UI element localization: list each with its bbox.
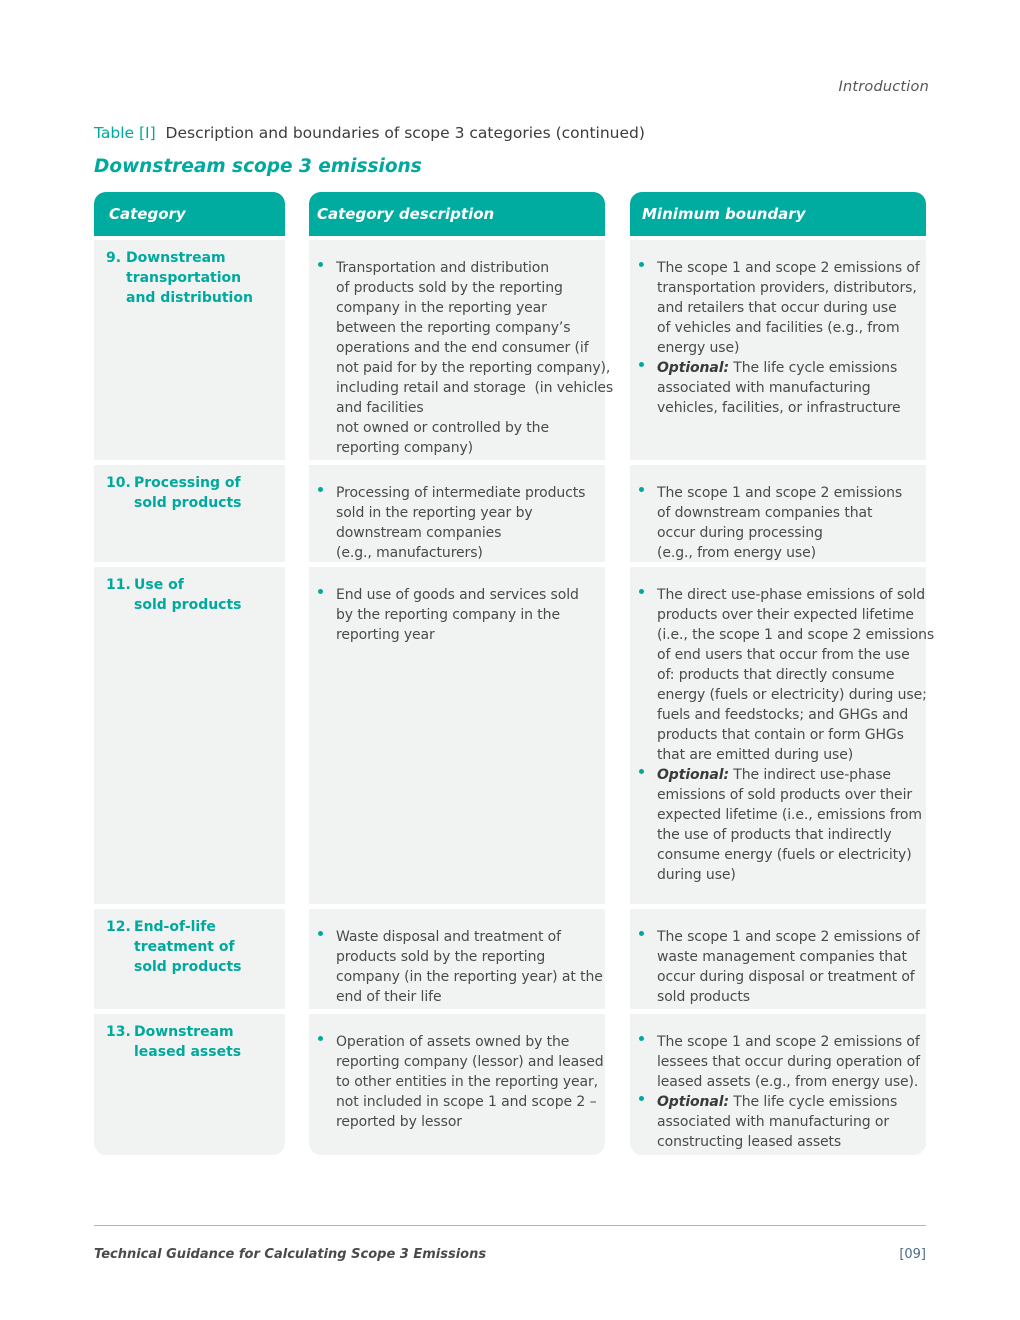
category-label: 9.Downstream transportation and distribu… — [106, 248, 253, 308]
boundary-text: The scope 1 and scope 2 emissions of tra… — [657, 260, 920, 356]
description-item: Transportation and distribution of produ… — [309, 258, 613, 458]
optional-label: Optional: — [657, 767, 729, 783]
description-cell: End use of goods and services sold by th… — [309, 567, 605, 904]
page-number: [09] — [899, 1247, 926, 1262]
boundary-text: The scope 1 and scope 2 emissions of was… — [657, 929, 920, 1005]
boundary-list: The scope 1 and scope 2 emissions of tra… — [630, 258, 920, 418]
boundary-item: Optional: The life cycle emissions assoc… — [630, 1092, 920, 1152]
category-label: 10.Processing of sold products — [106, 473, 242, 513]
description-list: Waste disposal and treatment of products… — [309, 927, 603, 1007]
boundary-cell: The scope 1 and scope 2 emissions of dow… — [630, 465, 926, 562]
category-name: Downstream leased assets — [134, 1024, 242, 1060]
header-category: Category — [94, 192, 285, 236]
description-cell: Waste disposal and treatment of products… — [309, 909, 605, 1009]
description-list: Transportation and distribution of produ… — [309, 258, 613, 458]
boundary-item: The scope 1 and scope 2 emissions of tra… — [630, 258, 920, 358]
category-cell: 10.Processing of sold products — [94, 465, 285, 562]
boundary-text: The life cycle emissions associated with… — [657, 1094, 898, 1150]
boundary-list: The scope 1 and scope 2 emissions of les… — [630, 1032, 920, 1152]
boundary-cell: The direct use-phase emissions of sold p… — [630, 567, 934, 904]
category-cell: 11.Use of sold products — [94, 567, 285, 904]
category-cell: 9.Downstream transportation and distribu… — [94, 240, 285, 460]
boundary-list: The scope 1 and scope 2 emissions of was… — [630, 927, 920, 1007]
boundary-list: The direct use-phase emissions of sold p… — [630, 585, 934, 885]
boundary-item: The scope 1 and scope 2 emissions of was… — [630, 927, 920, 1007]
boundary-text: The indirect use-phase emissions of sold… — [657, 767, 922, 883]
boundary-item: The scope 1 and scope 2 emissions of les… — [630, 1032, 920, 1092]
boundary-text: The scope 1 and scope 2 emissions of les… — [657, 1034, 920, 1090]
boundary-cell: The scope 1 and scope 2 emissions of les… — [630, 1014, 926, 1155]
boundary-text: The scope 1 and scope 2 emissions of dow… — [657, 485, 903, 561]
category-label: 13.Downstream leased assets — [106, 1022, 241, 1062]
table-caption: Table [I] Description and boundaries of … — [94, 124, 645, 142]
description-list: Operation of assets owned by the reporti… — [309, 1032, 604, 1132]
boundary-item: Optional: The indirect use-phase emissio… — [630, 765, 934, 885]
category-name: End-of-life treatment of sold products — [134, 919, 242, 975]
category-name: Use of sold products — [134, 577, 242, 613]
boundary-list: The scope 1 and scope 2 emissions of dow… — [630, 483, 902, 563]
category-name: Downstream transportation and distributi… — [126, 250, 253, 306]
category-number: 13. — [106, 1024, 131, 1040]
category-name: Processing of sold products — [134, 475, 242, 511]
category-cell: 13.Downstream leased assets — [94, 1014, 285, 1155]
description-list: Processing of intermediate products sold… — [309, 483, 585, 563]
header-minimum-boundary: Minimum boundary — [630, 192, 926, 236]
category-label: 11.Use of sold products — [106, 575, 242, 615]
boundary-item: The scope 1 and scope 2 emissions of dow… — [630, 483, 902, 563]
description-item: Operation of assets owned by the reporti… — [309, 1032, 604, 1132]
category-number: 12. — [106, 919, 131, 935]
optional-label: Optional: — [657, 360, 729, 376]
footer-divider — [94, 1225, 926, 1226]
category-number: 10. — [106, 475, 131, 491]
boundary-cell: The scope 1 and scope 2 emissions of was… — [630, 909, 926, 1009]
table-caption-text: Description and boundaries of scope 3 ca… — [165, 124, 645, 142]
description-cell: Transportation and distribution of produ… — [309, 240, 613, 460]
boundary-cell: The scope 1 and scope 2 emissions of tra… — [630, 240, 926, 460]
footer-title: Technical Guidance for Calculating Scope… — [94, 1247, 487, 1262]
description-list: End use of goods and services sold by th… — [309, 585, 579, 645]
description-item: Processing of intermediate products sold… — [309, 483, 585, 563]
boundary-item: Optional: The life cycle emissions assoc… — [630, 358, 920, 418]
boundary-text: The direct use-phase emissions of sold p… — [657, 587, 935, 763]
description-cell: Operation of assets owned by the reporti… — [309, 1014, 605, 1155]
category-label: 12.End-of-life treatment of sold product… — [106, 917, 242, 977]
optional-label: Optional: — [657, 1094, 729, 1110]
category-number: 11. — [106, 577, 131, 593]
section-label: Introduction — [838, 79, 929, 95]
category-cell: 12.End-of-life treatment of sold product… — [94, 909, 285, 1009]
table-number: Table [I] — [94, 124, 156, 142]
description-cell: Processing of intermediate products sold… — [309, 465, 605, 562]
category-number: 9. — [106, 250, 122, 266]
boundary-text: The life cycle emissions associated with… — [657, 360, 901, 416]
table-subtitle: Downstream scope 3 emissions — [94, 156, 422, 177]
header-category-description: Category description — [309, 192, 605, 236]
boundary-item: The direct use-phase emissions of sold p… — [630, 585, 934, 765]
description-item: Waste disposal and treatment of products… — [309, 927, 603, 1007]
description-item: End use of goods and services sold by th… — [309, 585, 579, 645]
